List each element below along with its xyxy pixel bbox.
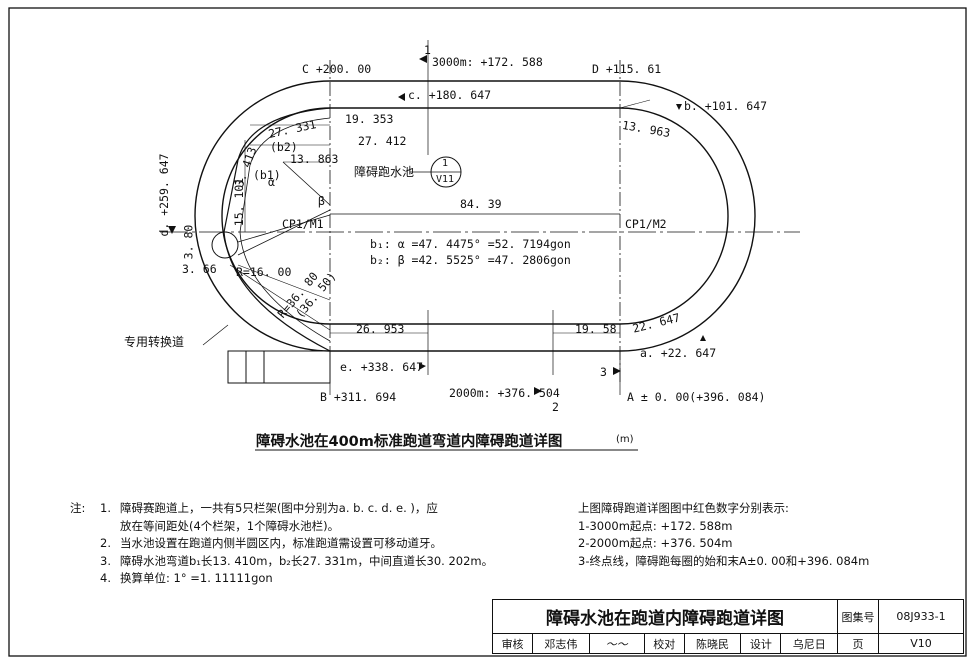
turnway-label: 专用转换道 — [124, 335, 185, 349]
dim-19-353: 19. 353 — [345, 112, 394, 126]
arc-b2-label: (b1) — [253, 168, 281, 182]
angle-beta: β — [318, 194, 325, 208]
note-text: 换算单位: 1° =1. 11111gon — [120, 571, 273, 585]
sheet-title: 障碍水池在跑道内障碍跑道详图 — [492, 599, 838, 634]
legend-line: 3-终点线，障碍跑每圈的始和末A±0. 00和+396. 084m — [578, 553, 870, 568]
atlas-number: 08J933-1 — [878, 599, 964, 634]
designer-name: 乌尼日 — [780, 633, 838, 654]
arc-b1-label: (b2) — [270, 140, 298, 154]
formula-b2: b₂: β =42. 5525° =47. 2806gon — [370, 253, 571, 267]
title-block: 障碍水池在跑道内障碍跑道详图 图集号 08J933-1 审核 邓志伟 ～～ 校对… — [491, 599, 965, 656]
drawing-caption-unit: (m) — [616, 434, 634, 445]
note-text: 障碍水池弯道b₁长13. 410m，b₂长27. 331m，中间直道长30. 2… — [120, 553, 494, 568]
hurdle-marker-a — [700, 335, 706, 341]
notes-block: 注: 1. 障碍赛跑道上，一共有5只栏架(图中分别为a. b. c. d. e.… — [70, 500, 493, 588]
radius-16: R=16. 00 — [236, 265, 292, 279]
legend-line: 2-2000m起点: +376. 504m — [578, 536, 733, 550]
note-number: 3. — [100, 553, 111, 568]
check-label: 校对 — [643, 633, 685, 654]
start-marker-1 — [419, 55, 427, 63]
hurdle-b-label: b. +101. 647 — [684, 99, 768, 113]
dim-84-39: 84. 39 — [460, 197, 502, 211]
design-label: 设计 — [740, 633, 782, 654]
drawing-caption: 障碍水池在400m标准跑道弯道内障碍跑道详图 — [256, 434, 563, 450]
page-label: 页 — [837, 633, 879, 654]
hurdle-c-label: c. +180. 647 — [408, 88, 492, 102]
marker-3: 3 — [600, 365, 607, 379]
note-number: 2. — [100, 536, 111, 550]
cp1-m2-label: CP1/M2 — [625, 217, 667, 231]
checker-name: 陈晓民 — [683, 633, 742, 654]
note-text: 当水池设置在跑道内侧半圆区内，标准跑道需设置可移动道牙。 — [120, 536, 442, 550]
dim-27-412: 27. 412 — [358, 134, 407, 148]
note-number — [100, 518, 120, 536]
point-b-label: B +311. 694 — [320, 390, 397, 404]
hurdle-e-label: e. +338. 647 — [340, 360, 424, 374]
water-pool — [211, 231, 239, 259]
reference-number: 1 — [442, 158, 449, 169]
marker-2: 2 — [552, 400, 559, 414]
review-label: 审核 — [491, 633, 534, 654]
point-d-label: D +115. 61 — [592, 62, 662, 76]
dim-26-953: 26. 953 — [356, 322, 405, 336]
point-c-label: C +200. 00 — [302, 62, 372, 76]
dim-3-80: 3. 80 — [181, 224, 196, 260]
legend-notes: 上图障碍跑道详图图中红色数字分别表示: 1-3000m起点: +172. 588… — [578, 500, 869, 570]
dim-19-58: 19. 58 — [575, 322, 617, 336]
angle-alpha: α — [268, 175, 275, 189]
legend-line: 1-3000m起点: +172. 588m — [578, 518, 733, 533]
turnway-block — [227, 350, 331, 384]
hurdle-a-label: a. +22. 647 — [640, 346, 717, 360]
notes-lead: 注: — [70, 501, 86, 515]
marker-1: 1 — [424, 43, 431, 57]
dim-3-66: 3. 66 — [182, 262, 217, 276]
note-text: 障碍赛跑道上，一共有5只栏架(图中分别为a. b. c. d. e. )，应 — [120, 501, 438, 515]
formula-b1: b₁: α =47. 4475° =52. 7194gon — [370, 237, 571, 251]
start-2000m-label: 2000m: +376. 504 — [449, 386, 560, 400]
reviewer-signature: ～～ — [588, 633, 645, 654]
finish-marker-3 — [613, 367, 621, 375]
start-3000m-label: 3000m: +172. 588 — [432, 55, 543, 69]
hurdle-marker-b — [676, 104, 682, 110]
point-a-label: A ± 0. 00(+396. 084) — [627, 390, 766, 404]
start-marker-2 — [534, 387, 542, 395]
note-number: 1. — [100, 501, 111, 515]
page-number: V10 — [878, 633, 964, 654]
hurdle-d-label: d. +259. 647 — [157, 153, 171, 237]
hurdle-marker-d — [168, 226, 176, 234]
dim-13-863: 13. 863 — [290, 152, 339, 166]
water-pool-label: 障碍跑水池 — [354, 165, 415, 179]
hurdle-marker-e — [419, 363, 426, 370]
hurdle-marker-c — [398, 93, 405, 101]
reference-sheet: V11 — [436, 174, 455, 185]
note-text: 放在等间距处(4个栏架，1个障碍水池栏)。 — [120, 518, 340, 533]
note-number: 4. — [100, 571, 111, 585]
reviewer-name: 邓志伟 — [532, 633, 590, 654]
legend-line: 上图障碍跑道详图图中红色数字分别表示: — [578, 501, 789, 515]
cp1-m1-label: CP1/M1 — [282, 217, 324, 231]
steeplechase-lane-inner — [239, 117, 331, 342]
drawing-frame — [8, 7, 967, 657]
atlas-label: 图集号 — [837, 599, 879, 634]
